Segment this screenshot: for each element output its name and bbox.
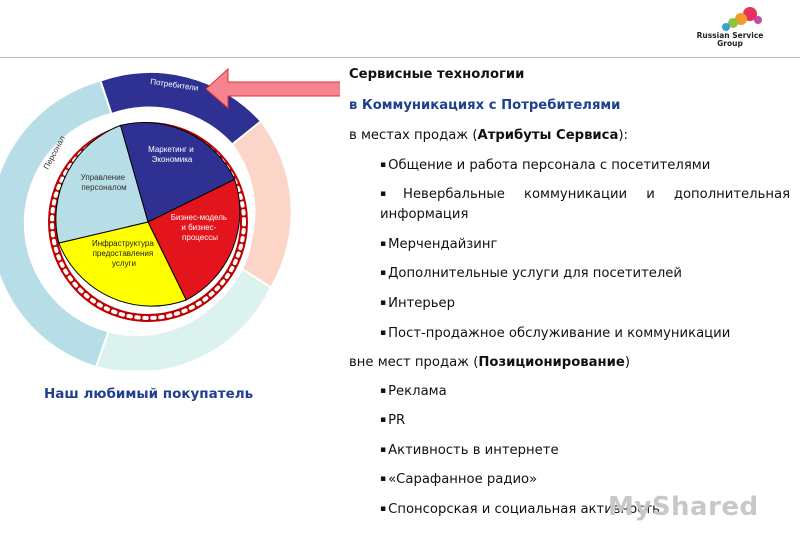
pie-marketing [119, 122, 236, 223]
outer-segment-light [96, 267, 271, 370]
list-item: PR [380, 413, 405, 428]
list-item: Общение и работа персонала с посетителям… [380, 158, 710, 173]
pointer-arrow-icon [205, 67, 340, 110]
section-title: Сервисные технологии [349, 67, 525, 82]
pie-business [147, 178, 241, 301]
service-diagram: Маркетинг и Экономика Управление персона… [0, 67, 340, 370]
list-item: Спонсорская и социальная активность [380, 502, 660, 517]
header-divider [0, 57, 800, 58]
label-marketing: Маркетинг и Экономика [148, 145, 196, 164]
watermark: MyShared [608, 492, 759, 522]
pie-management [55, 124, 149, 244]
diagram-caption: Наш любимый покупатель [44, 386, 254, 402]
logo-text: Russian Service Group [694, 32, 766, 48]
list-item: Интерьер [380, 296, 455, 311]
label-infra: Инфраструктура предоставления услуги [92, 239, 156, 268]
list-item: Дополнительные услуги для посетителей [380, 266, 682, 281]
list-item: Мерчендайзинг [380, 237, 497, 252]
label-business: Бизнес-модель и бизнес- процессы [171, 213, 230, 242]
out-places-heading: вне мест продаж (Позиционирование) [349, 355, 630, 370]
logo-line2: Group [717, 39, 743, 48]
list-item: «Сарафанное радио» [380, 472, 537, 487]
in-places-heading: в местах продаж (Атрибуты Сервиса): [349, 128, 628, 143]
logo-line1: Russian Service [696, 31, 764, 40]
list-item: Реклама [380, 384, 447, 399]
list-item: Пост-продажное обслуживание и коммуникац… [380, 326, 730, 341]
pie-infra [58, 221, 187, 307]
company-logo: Russian Service Group [694, 2, 798, 54]
outer-segment-peach [232, 121, 291, 287]
list-item-continuation: информация [380, 207, 469, 222]
label-management: Управление персоналом [81, 173, 128, 192]
list-item: Активность в интернете [380, 443, 558, 458]
outer-segment-staff [0, 81, 112, 366]
list-item: Невербальные коммуникации и дополнительн… [380, 187, 790, 202]
logo-dots-icon [722, 7, 762, 31]
section-subtitle: в Коммуникациях с Потребителями [349, 98, 621, 113]
